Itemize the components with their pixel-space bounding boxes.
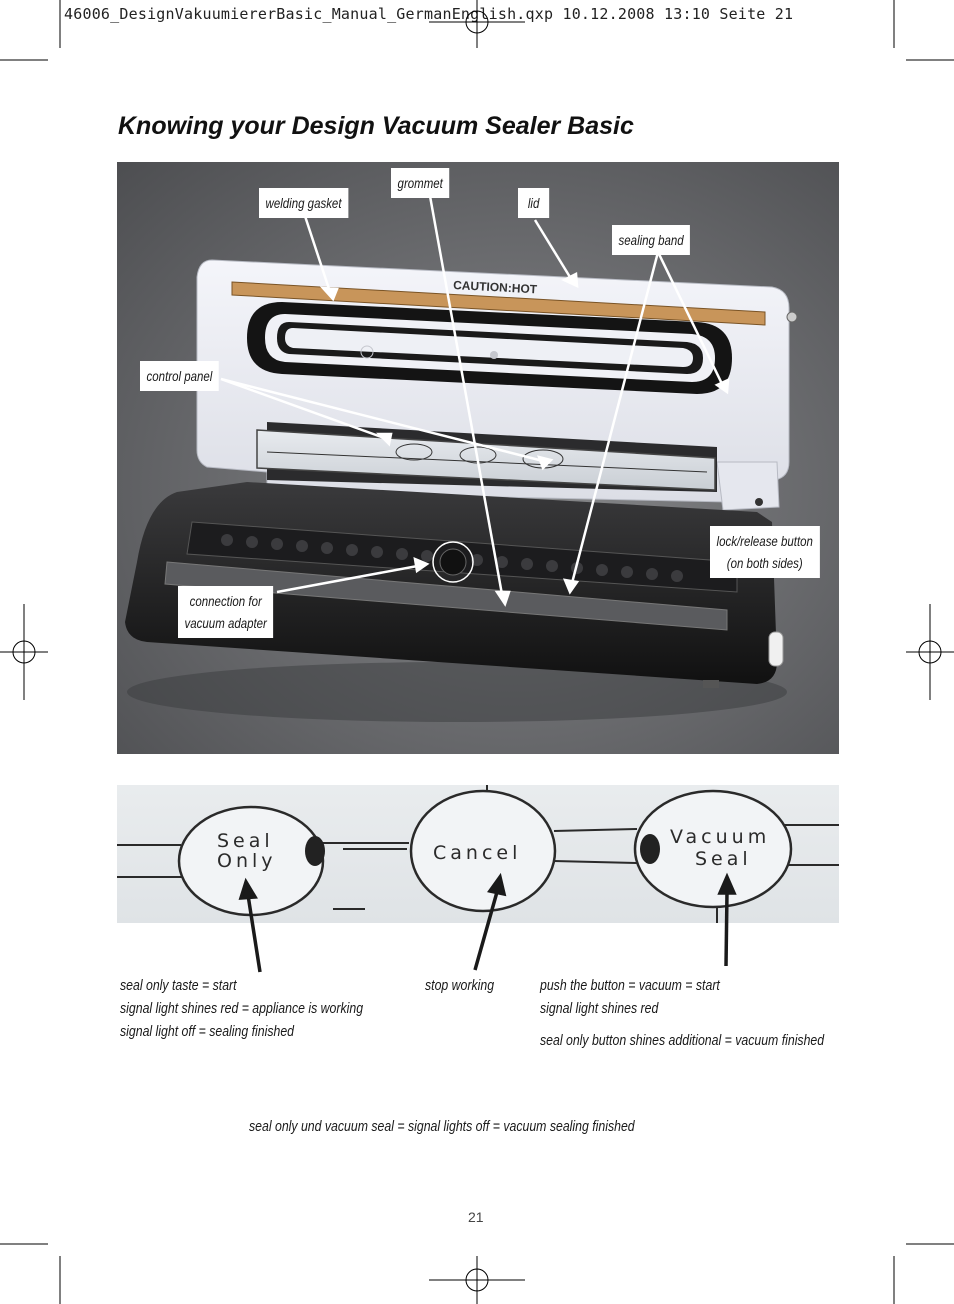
caption-vacuum-seal-line2: signal light shines red <box>540 1000 659 1017</box>
caption-cancel: stop working <box>425 977 495 994</box>
caption-vacuum-seal-line1: push the button = vacuum = start <box>540 977 720 994</box>
caption-seal-only-line1: seal only taste = start <box>120 977 237 994</box>
caption-vacuum-seal: push the button = vacuum = start signal … <box>540 974 824 1052</box>
label-welding-gasket: welding gasket <box>259 188 349 218</box>
label-lock-release-line2: (on both sides) <box>726 555 803 571</box>
control-buttons-photo: Seal Only Cancel Vacuum Seal <box>117 785 839 923</box>
control-buttons-illustration: Seal Only Cancel Vacuum Seal <box>117 785 839 923</box>
label-control-panel: control panel <box>140 361 219 391</box>
callout-arrows <box>220 195 730 607</box>
label-lock-release: lock/release button (on both sides) <box>710 526 820 578</box>
vacuum-seal-button[interactable] <box>633 789 793 909</box>
vacuum-seal-text-line2: Seal <box>695 848 752 870</box>
registration-mark-left <box>0 604 48 700</box>
registration-mark-bottom <box>429 1256 525 1304</box>
seal-only-text-line2: Only <box>217 850 277 872</box>
label-lock-release-line1: lock/release button <box>716 533 813 549</box>
vacuum-seal-indicator-light <box>640 834 660 864</box>
caption-seal-only: seal only taste = start signal light shi… <box>120 974 363 1043</box>
vacuum-adapter-port <box>439 548 467 576</box>
lock-release-knob <box>768 631 784 667</box>
label-connection-adapter: connection for vacuum adapter <box>178 586 274 638</box>
caption-seal-only-line3: signal light off = sealing finished <box>120 1023 295 1040</box>
cancel-text: Cancel <box>433 842 521 864</box>
footer-note: seal only und vacuum seal = signal light… <box>249 1118 635 1135</box>
label-connection-line1: connection for <box>189 593 262 609</box>
caption-seal-only-line2: signal light shines red = appliance is w… <box>120 1000 364 1017</box>
label-sealing-band: sealing band <box>612 225 691 255</box>
caution-text: CAUTION:HOT <box>453 278 538 296</box>
appliance-photo: CAUTION:HOT <box>117 162 839 754</box>
label-grommet: grommet <box>391 168 450 198</box>
seal-only-text-line1: Seal <box>217 830 274 852</box>
cancel-button[interactable] <box>409 789 557 913</box>
vacuum-seal-text-line1: Vacuum <box>670 826 770 848</box>
label-connection-line2: vacuum adapter <box>184 615 267 631</box>
caption-vacuum-seal-line3: seal only button shines additional = vac… <box>540 1032 825 1049</box>
file-slug: 46006_DesignVakuumiererBasic_Manual_Germ… <box>64 5 794 23</box>
registration-mark-right <box>906 604 954 700</box>
registration-mark-top <box>429 0 525 48</box>
page-number: 21 <box>468 1209 484 1225</box>
vacuum-sealer-illustration: CAUTION:HOT <box>125 259 798 722</box>
label-lid: lid <box>518 188 550 218</box>
seal-only-indicator-light <box>305 836 325 866</box>
welding-gasket-strip <box>231 281 766 326</box>
page-title: Knowing your Design Vacuum Sealer Basic <box>118 112 634 140</box>
